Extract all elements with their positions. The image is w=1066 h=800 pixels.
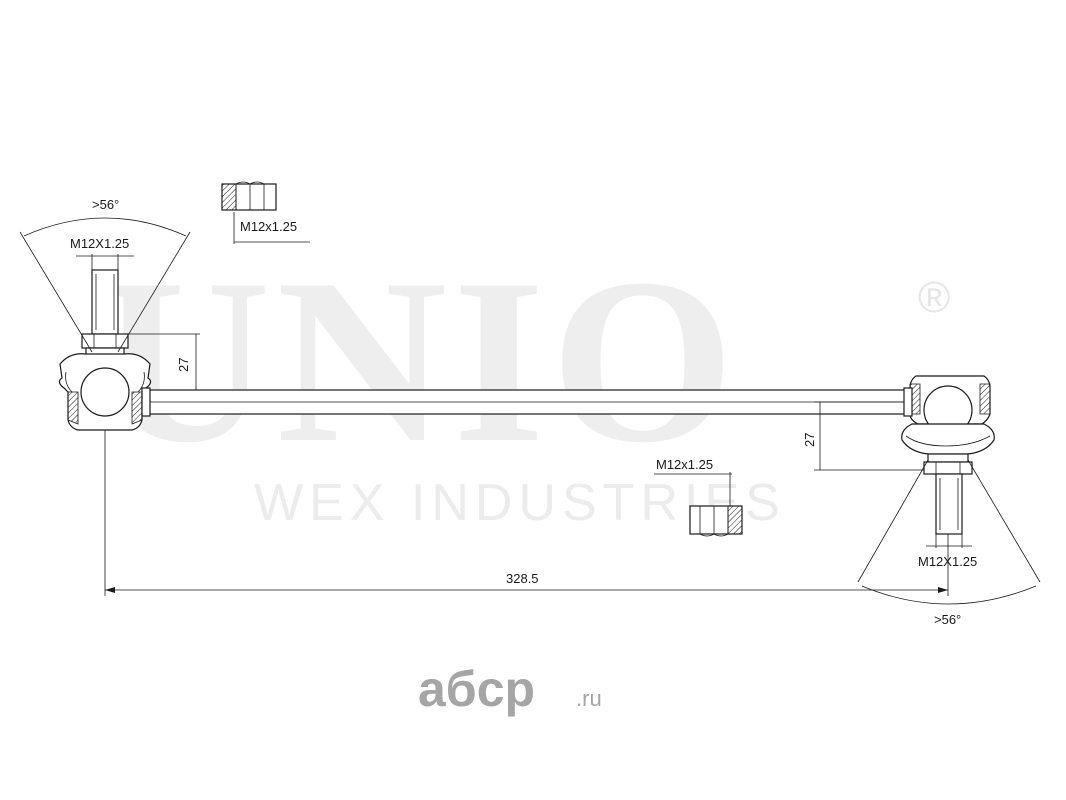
right-thread-label: M12X1.25 <box>918 554 977 569</box>
right-ball-joint <box>901 375 995 535</box>
watermark-brand: UNIO <box>100 231 740 492</box>
watermark-registered-mark: ® <box>918 273 950 322</box>
logo-suffix: .ru <box>576 686 602 711</box>
abcp-logo: aбcp .ru <box>418 661 602 717</box>
top-nut-thread-label: M12x1.25 <box>240 219 297 234</box>
right-dimensions <box>814 401 1041 605</box>
rod <box>145 389 909 415</box>
length-label: 328.5 <box>506 571 539 586</box>
right-angle-label: >56° <box>934 612 961 627</box>
right-height-label: 27 <box>802 433 817 447</box>
left-angle-label: >56° <box>92 197 119 212</box>
top-nut <box>221 181 310 244</box>
bottom-nut <box>654 472 743 537</box>
left-thread-label: M12X1.25 <box>70 236 129 251</box>
logo-text: aбcp <box>418 661 535 717</box>
left-height-label: 27 <box>176 358 191 372</box>
left-ball-joint <box>58 269 152 431</box>
bottom-nut-thread-label: M12x1.25 <box>656 457 713 472</box>
length-dimension <box>105 587 948 593</box>
left-dimensions <box>19 217 200 596</box>
watermark: UNIO ® WEX INDUSTRIES <box>100 231 950 532</box>
